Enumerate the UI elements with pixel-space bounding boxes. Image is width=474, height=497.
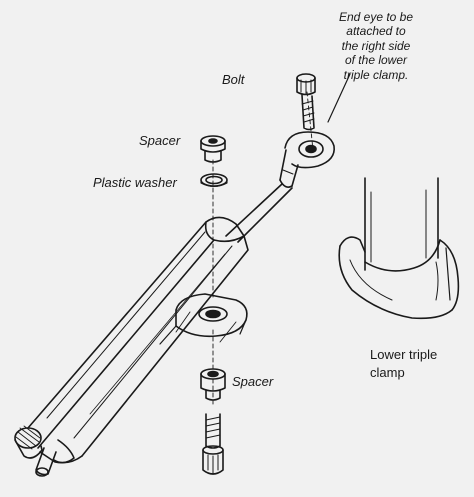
end-eye [279, 131, 335, 188]
spacer-upper [200, 135, 226, 163]
lower-triple-clamp-label: Lower triple clamp [370, 347, 438, 380]
damper-end-cap [14, 425, 75, 477]
plastic-washer-label: Plastic washer [93, 175, 177, 190]
lower-triple-clamp [338, 177, 460, 320]
damper-body [27, 216, 249, 464]
bolt-upper [296, 73, 316, 131]
damper-mount-flange [159, 293, 248, 345]
spacer-lower-label: Spacer [232, 374, 274, 389]
end-eye-label: End eye to be attached to the right side… [338, 10, 414, 82]
spacer-lower [200, 368, 226, 401]
end-eye-leader-line [327, 73, 351, 123]
plastic-washer [200, 173, 228, 188]
bolt-label: Bolt [222, 72, 245, 87]
damper-rod [225, 183, 293, 243]
bolt-lower [202, 413, 224, 475]
spacer-upper-label: Spacer [139, 133, 181, 148]
